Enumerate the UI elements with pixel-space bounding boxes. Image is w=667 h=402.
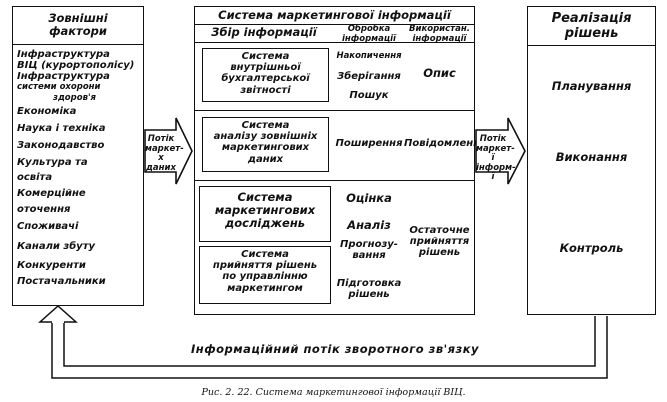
factor-item: системи охорони xyxy=(17,82,101,92)
row-divider-1 xyxy=(194,110,475,111)
process-decision-prep: Підготовка рішень xyxy=(336,278,402,301)
use-description: Опис xyxy=(423,66,456,80)
factor-item: Канали збуту xyxy=(17,241,96,252)
external-factors-list: Інфраструктура ВІЦ (курортополісу) Інфра… xyxy=(17,49,143,288)
implementation-panel xyxy=(527,6,656,315)
factor-item: Постачальники xyxy=(17,276,106,287)
external-factors-title: Зовнішні фактори xyxy=(48,11,108,38)
implementation-title-divider xyxy=(527,45,656,46)
col-header-process: Обробка інформації xyxy=(342,24,396,44)
title-divider xyxy=(194,24,475,25)
data-flow-label-right: Потік маркет-ї інформ-ї xyxy=(476,134,516,183)
factor-item: Культура та xyxy=(17,157,88,168)
factor-item: Економіка xyxy=(17,106,77,117)
process-search: Пошук xyxy=(349,90,389,101)
process-forecasting: Прогнозу- вання xyxy=(340,239,398,262)
impl-control: Контроль xyxy=(559,241,624,255)
implementation-title: Реалізація рішень xyxy=(551,11,632,41)
feedback-arrowhead xyxy=(38,304,78,323)
data-flow-label-left: Потік маркет-х даних xyxy=(145,134,184,173)
process-dissemination: Поширення xyxy=(335,138,403,149)
factor-item: оточення xyxy=(17,204,71,215)
factor-item: ВІЦ (курортополісу) xyxy=(17,60,135,71)
factor-item: освіта xyxy=(17,172,53,183)
process-accumulation: Накопичення xyxy=(336,51,402,61)
decision-support-system-label: Система прийняття рішень по управлінню м… xyxy=(212,249,318,294)
internal-accounting-system-box xyxy=(202,48,329,102)
use-final-decision: Остаточне прийняття рішень xyxy=(409,225,470,259)
feedback-loop-line xyxy=(63,316,596,367)
external-data-analysis-system-box xyxy=(202,117,329,172)
figure-caption: Рис. 2. 22. Система маркетингової інформ… xyxy=(201,387,466,398)
factor-item: Конкуренти xyxy=(17,260,86,271)
factor-item: Інфраструктура xyxy=(17,49,110,60)
impl-execution: Виконання xyxy=(555,150,628,164)
external-data-analysis-system-label: Система аналізу зовнішніх маркетингових … xyxy=(213,120,318,165)
impl-planning: Планування xyxy=(551,79,632,93)
factor-item: Комерційне xyxy=(17,188,86,199)
process-evaluation: Оцінка xyxy=(346,191,392,205)
process-analysis: Аналіз xyxy=(347,218,391,232)
factor-item: Наука і техніка xyxy=(17,123,106,134)
factor-item: Законодавство xyxy=(17,140,105,151)
internal-accounting-system-label: Система внутрішньої бухгалтерської звітн… xyxy=(221,51,310,96)
marketing-research-system-label: Система маркетингових досліджень xyxy=(214,190,316,230)
factor-item: здоров'я xyxy=(53,93,97,103)
factor-item: Інфраструктура xyxy=(17,71,110,82)
factor-item: Споживачі xyxy=(17,221,79,232)
external-factors-title-divider xyxy=(12,44,144,45)
marketing-info-system-title: Система маркетингової інформації xyxy=(218,8,451,22)
feedback-flow-label: Інформаційний потік зворотного зв'язку xyxy=(150,343,520,356)
col-header-use: Використан. інформації xyxy=(409,24,470,44)
use-message: Повідомлення xyxy=(404,138,487,149)
decision-support-system-box xyxy=(199,246,331,304)
marketing-research-system-box xyxy=(199,186,331,242)
col-header-collect: Збір інформації xyxy=(211,25,317,39)
process-storage: Зберігання xyxy=(337,71,401,82)
row-divider-2 xyxy=(194,180,475,181)
header-divider xyxy=(194,42,475,43)
external-factors-panel xyxy=(12,6,144,306)
